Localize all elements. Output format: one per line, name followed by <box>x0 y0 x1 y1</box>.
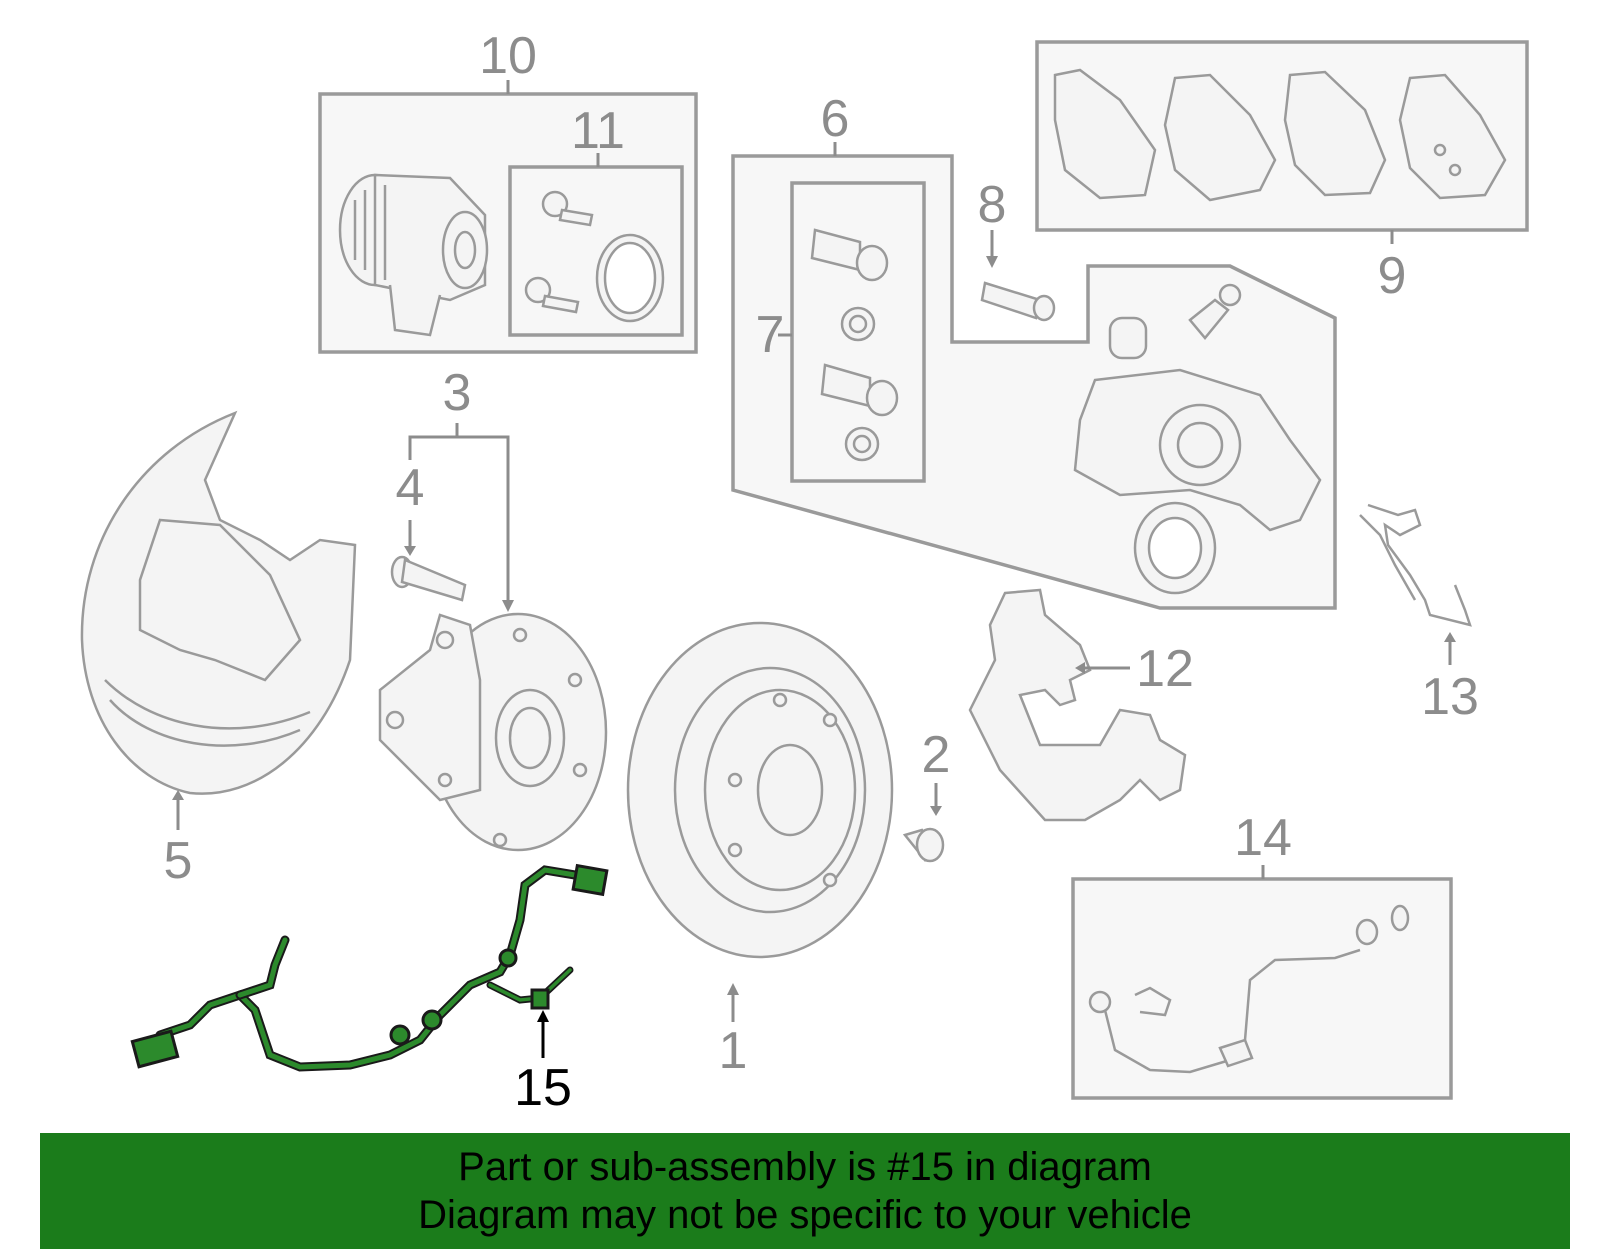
callout-10: 10 <box>479 27 537 85</box>
brake-pad-1 <box>1053 68 1157 200</box>
brake-pad-3 <box>1283 70 1387 197</box>
part-13-pad-spring[interactable] <box>1359 503 1472 665</box>
callout-14: 14 <box>1234 809 1292 867</box>
guide-pin-bolt-lower <box>844 426 880 462</box>
bleeder-screw-upper <box>541 190 594 227</box>
piston-seal-ring <box>595 233 665 323</box>
callout-8: 8 <box>978 176 1007 234</box>
banner-part-note: Part or sub-assembly is #15 in diagram <box>458 1145 1152 1189</box>
brake-pad-4 <box>1398 73 1507 200</box>
callout-15-highlighted: 15 <box>514 1059 572 1117</box>
part-1-brake-rotor[interactable] <box>626 621 894 1022</box>
part-15-abs-speed-sensor[interactable] <box>130 863 609 1072</box>
caliper-piston-seal <box>1133 501 1217 595</box>
callout-11: 11 <box>571 102 625 160</box>
callout-6: 6 <box>821 90 850 148</box>
banner-disclaimer: Diagram may not be specific to your vehi… <box>418 1193 1192 1237</box>
caliper-body <box>1073 283 1322 532</box>
caliper-guide-pin <box>980 281 1056 322</box>
callout-3: 3 <box>443 364 472 422</box>
callout-4: 4 <box>396 459 425 517</box>
caliper-piston-assembly <box>338 173 489 337</box>
callout-1: 1 <box>719 1022 748 1080</box>
info-banner: Part or sub-assembly is #15 in diagram D… <box>40 1133 1570 1249</box>
guide-pin-boot-upper <box>810 228 889 282</box>
callout-2: 2 <box>922 726 951 784</box>
part-12-caliper-bracket[interactable] <box>968 588 1187 822</box>
brake-pad-2 <box>1163 73 1277 202</box>
callout-12: 12 <box>1136 640 1194 698</box>
part-3-hub-bearing[interactable] <box>378 423 608 852</box>
part-group-11[interactable] <box>508 153 684 337</box>
part-5-splash-shield[interactable] <box>80 410 357 830</box>
callout-7: 7 <box>756 306 785 364</box>
part-group-7[interactable] <box>778 181 926 483</box>
bleeder-screw-lower <box>524 276 580 314</box>
callout-13: 13 <box>1421 668 1479 726</box>
callout-9: 9 <box>1378 247 1407 305</box>
guide-pin-bolt-upper <box>840 306 876 342</box>
guide-pin-boot-lower <box>820 363 899 417</box>
part-4-wheel-stud[interactable] <box>390 520 467 602</box>
callout-5: 5 <box>164 832 193 890</box>
part-2-rotor-screw[interactable] <box>902 783 945 863</box>
speed-sensor-14 <box>1088 904 1410 1074</box>
part-group-14[interactable] <box>1071 865 1453 1100</box>
part-group-9[interactable] <box>1035 40 1529 244</box>
